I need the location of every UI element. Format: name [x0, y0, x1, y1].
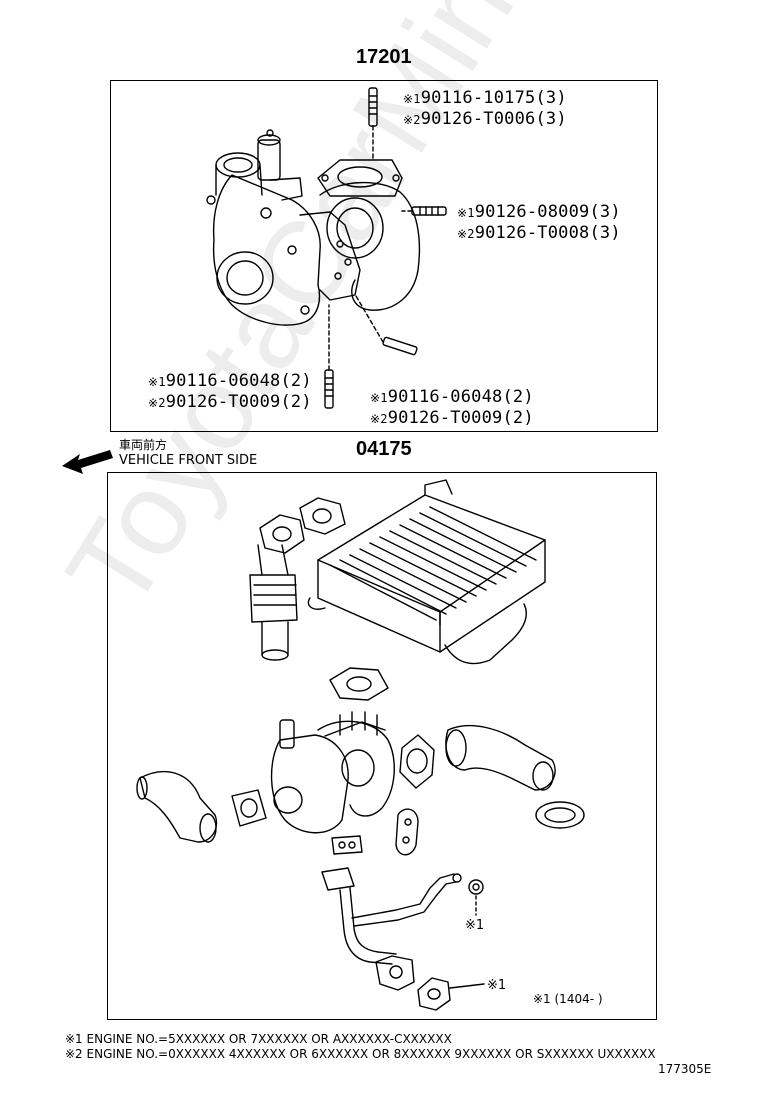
stud-right[interactable] [411, 206, 447, 216]
stud-top[interactable] [368, 87, 378, 127]
mark-2: ※2 [370, 412, 388, 426]
part-number: 90126-08009(3) [474, 202, 621, 222]
turbocharger-upper-drawing[interactable] [206, 129, 421, 326]
gasket-turbine-inlet[interactable] [329, 667, 389, 701]
gasket-oil-inlet[interactable] [395, 808, 419, 856]
footnote-engine-1: ※1 ENGINE NO.=5XXXXXX OR 7XXXXXX OR AXXX… [65, 1032, 452, 1046]
upper-group-box [110, 80, 658, 432]
mark-1: ※1 [370, 391, 388, 405]
oil-pipe-drawing[interactable] [321, 867, 462, 991]
union-bolt[interactable] [468, 879, 484, 895]
gasket-mark-b: ※1 [487, 978, 507, 993]
gasket-mark-a: ※1 [465, 918, 485, 933]
direction-label-jp: 車両前方 [119, 438, 168, 452]
lower-group-box [107, 472, 657, 1020]
part-number: 90116-10175(3) [420, 88, 567, 108]
illustration-id: 177305E [658, 1062, 712, 1076]
gasket-ring[interactable] [535, 801, 585, 829]
date-note: ※1 (1404- ) [533, 992, 603, 1006]
callout-top-stud[interactable]: ※190116-10175(3) ※290126-T0006(3) [403, 88, 567, 130]
gasket-exhaust-flange-1[interactable] [259, 514, 305, 554]
group-title-04175: 04175 [356, 438, 412, 460]
stud-bottom[interactable] [382, 336, 418, 356]
group-title-17201: 17201 [356, 46, 412, 68]
callout-left-stud[interactable]: ※190116-06048(2) ※290126-T0009(2) [148, 371, 312, 413]
mark-1: ※1 [148, 375, 166, 389]
mark-1: ※1 [457, 206, 475, 220]
footnote-engine-2: ※2 ENGINE NO.=0XXXXXX 4XXXXXX OR 6XXXXXX… [65, 1047, 656, 1061]
gasket-turbine-outlet[interactable] [399, 734, 435, 789]
part-number: 90116-06048(2) [387, 387, 534, 407]
turbocharger-lower-drawing[interactable] [270, 711, 395, 834]
intake-elbow-drawing[interactable] [136, 770, 218, 843]
mark-1: ※1 [403, 92, 421, 106]
callout-right-stud[interactable]: ※190126-08009(3) ※290126-T0008(3) [457, 202, 621, 244]
gasket-oil-outlet[interactable] [331, 835, 363, 855]
gasket-exhaust-flange-2[interactable] [299, 497, 346, 535]
part-number: 90126-T0006(3) [420, 109, 567, 129]
mark-2: ※2 [148, 396, 166, 410]
part-number: 90126-T0009(2) [165, 392, 312, 412]
part-number: 90116-06048(2) [165, 371, 312, 391]
part-number: 90126-T0009(2) [387, 408, 534, 428]
direction-label-en: VEHICLE FRONT SIDE [119, 453, 258, 468]
mark-2: ※2 [457, 227, 475, 241]
intercooler-drawing[interactable] [307, 479, 546, 665]
part-number: 90126-T0008(3) [474, 223, 621, 243]
stud-left[interactable] [324, 369, 334, 409]
mark-2: ※2 [403, 113, 421, 127]
gasket-compressor-outlet[interactable] [231, 789, 267, 827]
flex-pipe-drawing[interactable] [249, 544, 298, 661]
gasket-oil-return[interactable] [417, 977, 451, 1011]
exhaust-elbow-drawing[interactable] [445, 724, 556, 791]
callout-bottom-stud[interactable]: ※190116-06048(2) ※290126-T0009(2) [370, 387, 534, 429]
